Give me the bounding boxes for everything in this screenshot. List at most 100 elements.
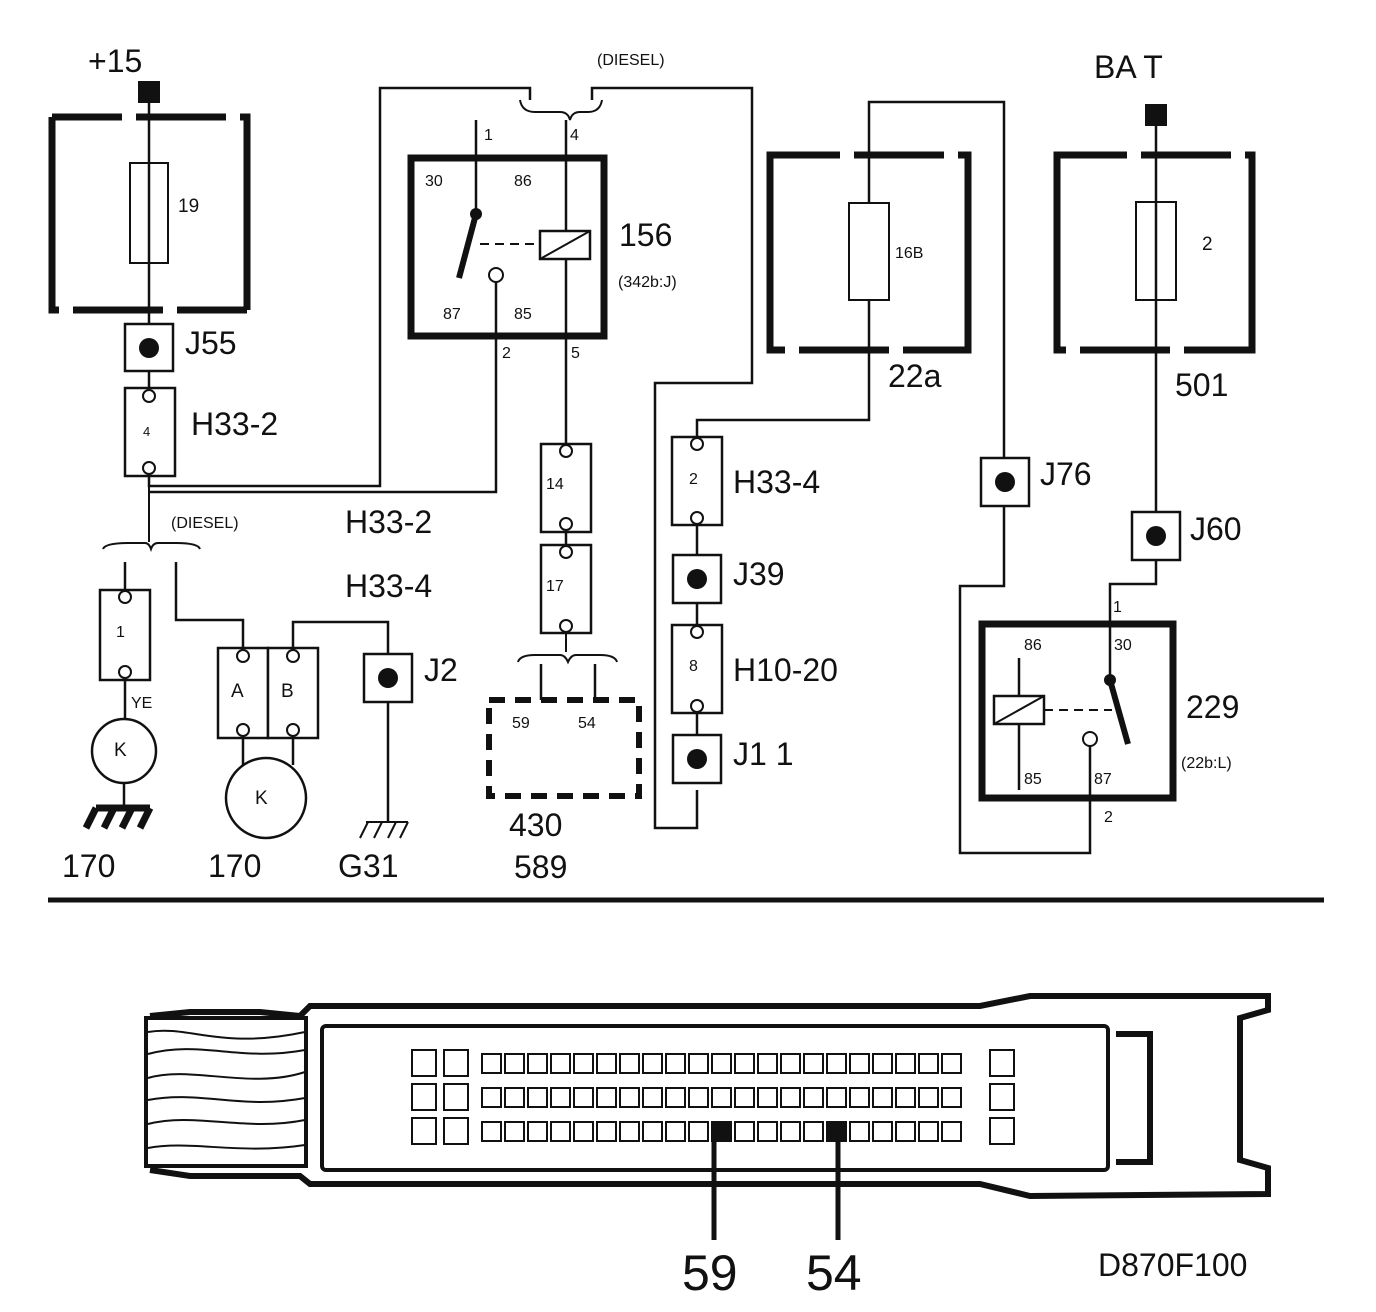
connector-pin (849, 1121, 870, 1142)
connector-pin (918, 1053, 939, 1074)
relay-156-t87: 87 (443, 306, 461, 323)
bottom-pin59-label: 59 (682, 1245, 738, 1301)
k-label-1: K (114, 740, 127, 761)
j60-label: J60 (1190, 511, 1242, 547)
fuse-16b-circuit: 16B 22a 2 H33-4 J39 8 H10-20 J1 1 (670, 100, 1006, 785)
j55-label: J55 (185, 325, 237, 361)
g31-label: G31 (338, 848, 398, 884)
box-22a-label: 22a (888, 358, 942, 394)
connector-pin (527, 1121, 548, 1142)
ground-170-left (82, 804, 154, 830)
connector-pin (872, 1121, 893, 1142)
connector-14-label: 14 (546, 476, 564, 493)
connector-pin (619, 1087, 640, 1108)
connector-17 (539, 543, 593, 635)
connector-pin (872, 1053, 893, 1074)
connector-pin (619, 1121, 640, 1142)
connector-1-label: 1 (116, 624, 125, 641)
fuse-box-501 (1053, 151, 1256, 354)
ecu-pin59-label: 59 (512, 715, 530, 732)
connector-pin (550, 1087, 571, 1108)
connector-pin (989, 1049, 1015, 1077)
h10-20-pin8-label: 8 (689, 658, 698, 675)
ecu-pin54-label: 54 (578, 715, 596, 732)
fuse-2-label: 2 (1202, 234, 1213, 255)
relay-156-t85: 85 (514, 306, 532, 323)
connector-pin (481, 1087, 502, 1108)
connector-pin (596, 1087, 617, 1108)
connector-pin (642, 1053, 663, 1074)
connector-pin (734, 1121, 755, 1142)
h33-4-label: H33-4 (733, 464, 820, 500)
connector-pin (872, 1087, 893, 1108)
connector-pin (443, 1117, 469, 1145)
connector-pin (665, 1087, 686, 1108)
box-501-label: 501 (1175, 367, 1228, 403)
connector-pin (803, 1053, 824, 1074)
fuse-box-22a (766, 151, 972, 354)
connector-pin (734, 1053, 755, 1074)
diesel-branch-left: (DIESEL) 1 YE K 170 A B K 170 J2 G31 (62, 474, 458, 884)
h33-4-pin2-label: 2 (689, 471, 698, 488)
connector-pin (688, 1087, 709, 1108)
connector-17-label: 17 (546, 578, 564, 595)
connector-pin (443, 1083, 469, 1111)
ecu-430-589 (486, 697, 642, 799)
load-k-170-right (224, 756, 308, 840)
connector-pin (642, 1121, 663, 1142)
connector-pin (573, 1053, 594, 1074)
fuse-box-19 (48, 113, 251, 314)
connector-pin (918, 1087, 939, 1108)
connector-pin (918, 1121, 939, 1142)
connector-pin (504, 1087, 525, 1108)
diesel-label-left: (DIESEL) (171, 515, 239, 532)
relay-156-box (407, 154, 608, 340)
relay-156: (DIESEL) 1 4 30 86 87 85 2 5 156 (342b:J… (149, 52, 754, 830)
wire-bundle (144, 1016, 308, 1168)
fuse-16b-label: 16B (895, 245, 923, 262)
connector-pin (481, 1053, 502, 1074)
plus15-terminal (138, 81, 160, 103)
connector-pin (895, 1121, 916, 1142)
h33-4-label-b: H33-4 (345, 568, 432, 604)
connector-pin (550, 1121, 571, 1142)
connector-pin (711, 1087, 732, 1108)
connector-pins (411, 1049, 1015, 1145)
connector-pin (527, 1087, 548, 1108)
connector-pin (780, 1121, 801, 1142)
j39-label: J39 (733, 556, 785, 592)
ecu-id-589: 589 (514, 849, 567, 885)
connector-pin (443, 1049, 469, 1077)
connector-pin (711, 1053, 732, 1074)
connector-pin (895, 1053, 916, 1074)
connector-pin (481, 1121, 502, 1142)
g170-left-label: 170 (62, 848, 115, 884)
connector-pin (504, 1121, 525, 1142)
k-label-2: K (255, 788, 268, 809)
relay-229-t87: 87 (1094, 771, 1112, 788)
ecu-id-430: 430 (509, 807, 562, 843)
relay-156-t86: 86 (514, 173, 532, 190)
relay-229-ref: (22b:L) (1181, 755, 1232, 772)
connector-pin (596, 1053, 617, 1074)
diesel-label-top: (DIESEL) (597, 52, 665, 69)
relay-156-w5: 5 (571, 345, 580, 362)
relay-156-ref: (342b:J) (618, 274, 677, 291)
fuse-19-label: 19 (178, 196, 199, 217)
connector-pin (803, 1121, 824, 1142)
diagram-code: D870F100 (1098, 1247, 1247, 1283)
ecu-branch: 14 17 59 54 430 589 (486, 442, 642, 885)
j2-label: J2 (424, 652, 458, 688)
connector-pin (619, 1053, 640, 1074)
connector-pin (849, 1053, 870, 1074)
relay-229-t86: 86 (1024, 637, 1042, 654)
connector-pin (411, 1083, 437, 1111)
relay-229-t30: 30 (1114, 637, 1132, 654)
relay-156-number: 156 (619, 217, 672, 253)
connector-housing (149, 993, 1271, 1200)
bat-label: BA T (1094, 49, 1163, 85)
connector-pin (665, 1121, 686, 1142)
connector-pin (757, 1087, 778, 1108)
fuse-16b (848, 202, 890, 301)
